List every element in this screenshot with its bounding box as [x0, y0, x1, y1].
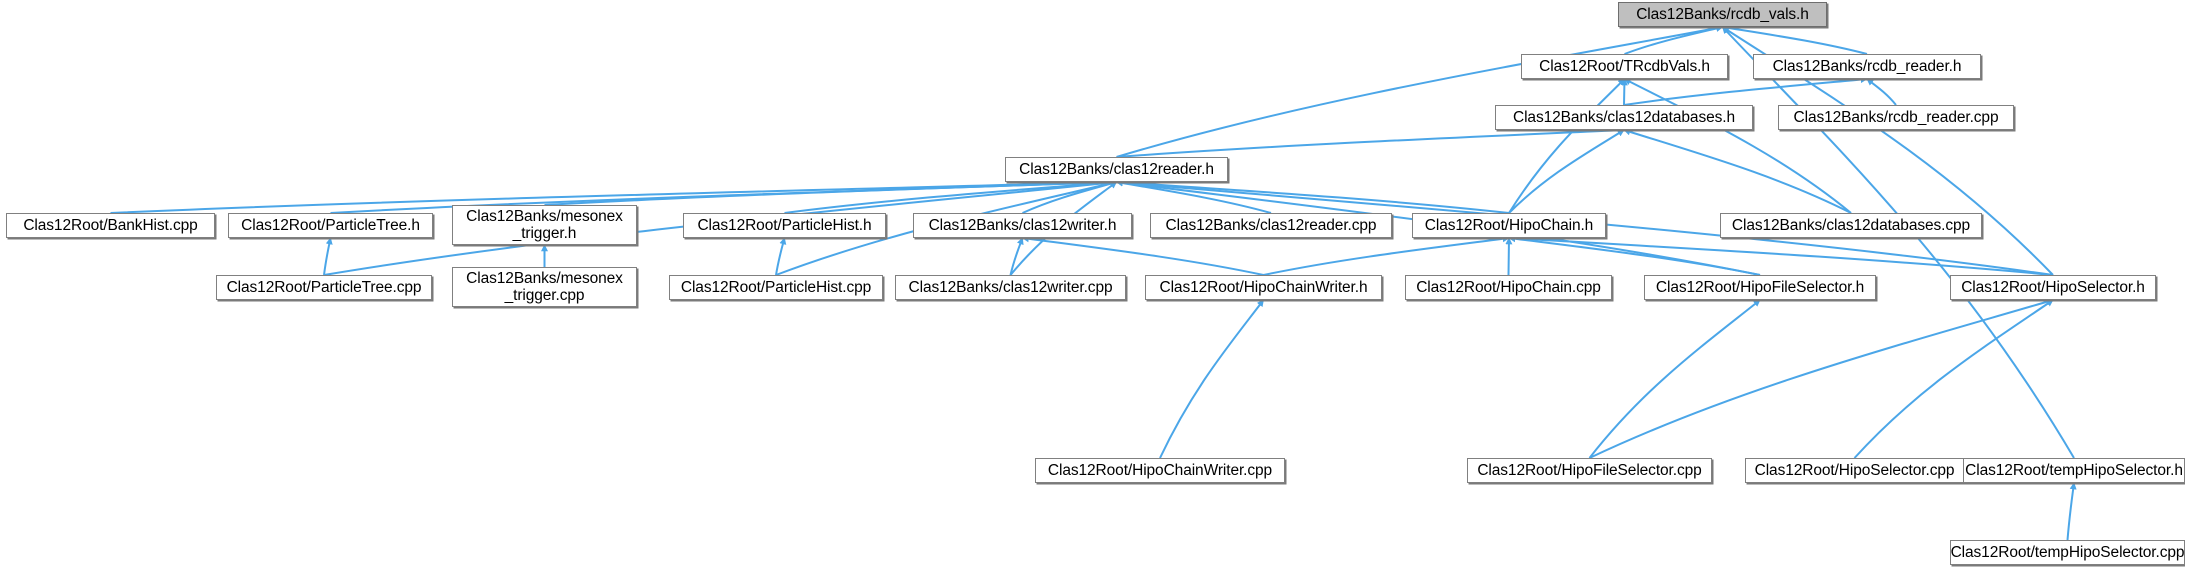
graph-node-HipoFileSelector-h[interactable]: Clas12Root/HipoFileSelector.h: [1644, 275, 1876, 300]
graph-node-HipoChain-h[interactable]: Clas12Root/HipoChain.h: [1412, 213, 1606, 238]
graph-node-mesonex-trigger-cpp[interactable]: Clas12Banks/mesonex _trigger.cpp: [452, 267, 637, 307]
graph-node-label: Clas12Banks/rcdb_reader.cpp: [1793, 109, 1999, 126]
graph-node-clas12writer-h[interactable]: Clas12Banks/clas12writer.h: [913, 213, 1132, 238]
graph-node-label: Clas12Banks/rcdb_vals.h: [1636, 6, 1809, 23]
graph-node-label: Clas12Root/HipoSelector.cpp: [1754, 462, 1955, 479]
graph-edge: [1853, 299, 2054, 459]
graph-node-ParticleTree-h[interactable]: Clas12Root/ParticleTree.h: [228, 213, 433, 238]
graph-edge: [1508, 129, 1625, 214]
graph-node-label: Clas12Root/HipoChainWriter.cpp: [1047, 462, 1273, 479]
graph-node-clas12databases-cpp[interactable]: Clas12Banks/clas12databases.cpp: [1720, 213, 1982, 238]
graph-node-rcdb-reader-h[interactable]: Clas12Banks/rcdb_reader.h: [1753, 54, 1981, 79]
graph-edge: [2066, 482, 2077, 541]
graph-node-TRcdbVals-h[interactable]: Clas12Root/TRcdbVals.h: [1521, 54, 1728, 79]
graph-edge: [1508, 78, 1626, 214]
graph-node-label: Clas12Banks/clas12databases.cpp: [1731, 217, 1971, 234]
graph-node-HipoSelector-h[interactable]: Clas12Root/HipoSelector.h: [1950, 275, 2156, 300]
graph-edge: [1589, 298, 2054, 459]
graph-node-clas12reader-cpp[interactable]: Clas12Banks/clas12reader.cpp: [1150, 213, 1392, 238]
graph-edge: [1623, 76, 1868, 106]
graph-node-label: Clas12Root/ParticleTree.cpp: [226, 279, 422, 296]
graph-node-HipoFileSelector-cpp[interactable]: Clas12Root/HipoFileSelector.cpp: [1467, 458, 1712, 483]
graph-edge: [1866, 78, 1897, 106]
graph-node-HipoChainWriter-h[interactable]: Clas12Root/HipoChainWriter.h: [1145, 275, 1382, 300]
graph-edge: [544, 178, 1118, 206]
graph-node-ParticleTree-cpp[interactable]: Clas12Root/ParticleTree.cpp: [216, 275, 432, 300]
graph-edge: [1620, 78, 1628, 106]
graph-edge: [775, 237, 787, 276]
graph-edge: [1116, 24, 1724, 158]
graph-edge: [1623, 78, 1852, 214]
graph-node-clas12writer-cpp[interactable]: Clas12Banks/clas12writer.cpp: [895, 275, 1126, 300]
graph-node-label: Clas12Root/ParticleHist.cpp: [680, 279, 872, 296]
graph-edge: [1623, 128, 1852, 214]
graph-node-label: Clas12Root/HipoSelector.h: [1961, 279, 2145, 296]
graph-node-rcdb-vals-h[interactable]: Clas12Banks/rcdb_vals.h: [1618, 2, 1827, 27]
graph-edge: [1588, 299, 1761, 459]
graph-node-label: Clas12Banks/rcdb_reader.h: [1772, 58, 1962, 75]
graph-node-label: Clas12Root/BankHist.cpp: [23, 217, 198, 234]
graph-edge: [1159, 299, 1265, 459]
graph-node-HipoSelector-cpp[interactable]: Clas12Root/HipoSelector.cpp: [1745, 458, 1964, 483]
graph-node-label: Clas12Root/HipoFileSelector.h: [1655, 279, 1865, 296]
graph-edge: [1263, 235, 1510, 276]
graph-node-label: Clas12Root/ParticleHist.h: [697, 217, 872, 234]
graph-edge: [323, 237, 333, 276]
graph-node-tempHipoSelector-cpp[interactable]: Clas12Root/tempHipoSelector.cpp: [1950, 540, 2185, 565]
graph-node-clas12reader-h[interactable]: Clas12Banks/clas12reader.h: [1005, 157, 1228, 182]
graph-node-ParticleHist-cpp[interactable]: Clas12Root/ParticleHist.cpp: [669, 275, 883, 300]
graph-edge: [110, 178, 1118, 214]
graph-node-label: Clas12Banks/clas12databases.h: [1513, 109, 1735, 126]
graph-node-label: Clas12Root/tempHipoSelector.cpp: [1950, 544, 2185, 561]
graph-edge: [1021, 235, 1264, 276]
graph-edge: [1505, 237, 1513, 276]
graph-edge: [1009, 237, 1024, 276]
graph-node-clas12databases-h[interactable]: Clas12Banks/clas12databases.h: [1495, 105, 1753, 130]
graph-node-label: Clas12Root/tempHipoSelector.h: [1965, 462, 2183, 479]
graph-node-tempHipoSelector-h[interactable]: Clas12Root/tempHipoSelector.h: [1963, 458, 2185, 483]
graph-edge: [1508, 234, 2054, 276]
graph-node-label: Clas12Banks/mesonex _trigger.cpp: [466, 270, 623, 304]
graph-node-ParticleHist-h[interactable]: Clas12Root/ParticleHist.h: [683, 213, 886, 238]
graph-node-label: Clas12Banks/clas12writer.h: [928, 217, 1117, 234]
graph-node-label: Clas12Banks/mesonex _trigger.h: [466, 208, 623, 242]
graph-edge: [1624, 25, 1724, 55]
graph-node-label: Clas12Root/HipoChain.cpp: [1416, 279, 1601, 296]
graph-node-label: Clas12Banks/clas12writer.cpp: [908, 279, 1113, 296]
graph-node-label: Clas12Root/HipoFileSelector.cpp: [1477, 462, 1702, 479]
graph-edge: [1116, 126, 1625, 158]
graph-node-label: Clas12Root/HipoChain.h: [1424, 217, 1594, 234]
graph-node-mesonex-trigger-h[interactable]: Clas12Banks/mesonex _trigger.h: [452, 205, 637, 245]
graph-edge: [1115, 178, 1510, 214]
graph-node-label: Clas12Banks/clas12reader.cpp: [1165, 217, 1377, 234]
graph-node-BankHist-cpp[interactable]: Clas12Root/BankHist.cpp: [6, 213, 215, 238]
graph-node-label: Clas12Root/ParticleTree.h: [241, 217, 420, 234]
graph-edge: [1721, 24, 1868, 55]
graph-node-label: Clas12Banks/clas12reader.h: [1019, 161, 1214, 178]
graph-node-HipoChainWriter-cpp[interactable]: Clas12Root/HipoChainWriter.cpp: [1035, 458, 1285, 483]
graph-node-HipoChain-cpp[interactable]: Clas12Root/HipoChain.cpp: [1405, 275, 1612, 300]
graph-node-label: Clas12Root/HipoChainWriter.h: [1159, 279, 1368, 296]
graph-node-rcdb-reader-cpp[interactable]: Clas12Banks/rcdb_reader.cpp: [1778, 105, 2014, 130]
graph-node-label: Clas12Root/TRcdbVals.h: [1539, 58, 1710, 75]
graph-edge: [1508, 235, 1761, 276]
